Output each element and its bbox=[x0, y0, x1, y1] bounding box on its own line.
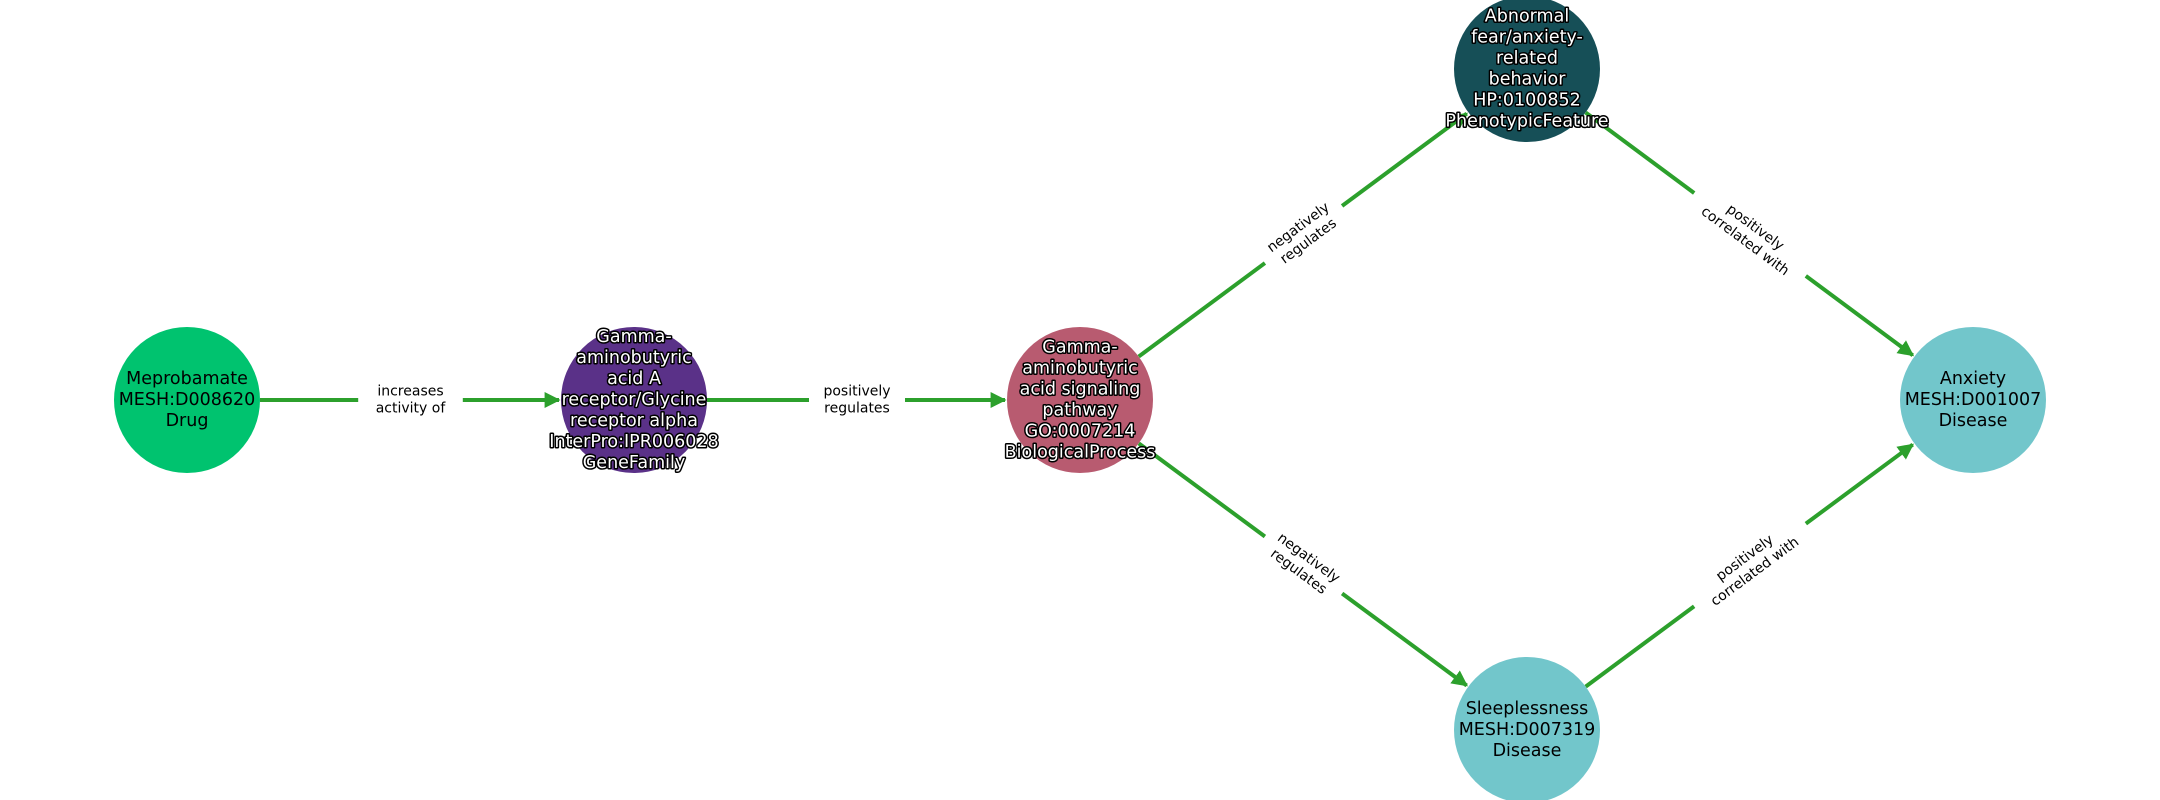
node-label-line: MESH:D007319 bbox=[1459, 720, 1596, 740]
node-label-line: acid A bbox=[607, 369, 661, 389]
node-label-line: acid signaling bbox=[1020, 380, 1141, 400]
node-label-line: InterPro:IPR006028 bbox=[549, 432, 718, 452]
node-circle[interactable] bbox=[1900, 327, 2046, 473]
node-label-line: PhenotypicFeature bbox=[1445, 112, 1608, 132]
node-label-line: GO:0007214 bbox=[1025, 422, 1136, 442]
node-label-line: pathway bbox=[1042, 401, 1117, 421]
node-label-line: Anxiety bbox=[1940, 369, 2006, 389]
node-circle[interactable] bbox=[1454, 657, 1600, 800]
node-circle[interactable] bbox=[561, 327, 707, 473]
node-label-line: aminobutyric bbox=[576, 348, 692, 368]
edge-label-line: regulates bbox=[824, 401, 890, 417]
node-label-line: receptor alpha bbox=[570, 411, 698, 431]
node-label-line: Sleeplessness bbox=[1466, 699, 1589, 719]
node-label-line: receptor/Glycine bbox=[562, 390, 707, 410]
edge-label-background bbox=[1253, 189, 1354, 280]
node-circle[interactable] bbox=[114, 327, 260, 473]
node-label-line: GeneFamily bbox=[583, 453, 686, 473]
edge-label-line: activity of bbox=[376, 401, 447, 417]
node-label-line: Disease bbox=[1493, 741, 1562, 761]
node-label-line: Gamma- bbox=[1042, 338, 1117, 358]
node-circle[interactable] bbox=[1454, 0, 1600, 142]
node-label-line: Gamma- bbox=[596, 327, 671, 347]
node-label-line: Drug bbox=[166, 411, 209, 431]
node-circle[interactable] bbox=[1007, 327, 1153, 473]
edge-label-background bbox=[1682, 507, 1818, 623]
edge-label-background bbox=[1253, 520, 1354, 610]
node-label-line: Disease bbox=[1939, 411, 2008, 431]
node-label-line: aminobutyric bbox=[1022, 359, 1138, 379]
edge-label-background bbox=[358, 380, 463, 420]
node-label-line: MESH:D008620 bbox=[119, 390, 256, 410]
node-label-line: related bbox=[1496, 49, 1558, 69]
node-label-line: BiologicalProcess bbox=[1005, 443, 1156, 463]
edge-label-background bbox=[1682, 177, 1818, 292]
node-label-line: fear/anxiety- bbox=[1471, 28, 1583, 48]
edge-label-line: positively bbox=[823, 384, 890, 400]
node-label-line: behavior bbox=[1489, 70, 1567, 90]
edge-label-background bbox=[809, 380, 905, 420]
node-label-line: Abnormal bbox=[1485, 7, 1569, 27]
node-label-line: HP:0100852 bbox=[1473, 91, 1581, 111]
node-label-line: Meprobamate bbox=[126, 369, 248, 389]
edge-label-line: increases bbox=[377, 384, 443, 400]
node-label-line: MESH:D001007 bbox=[1905, 390, 2042, 410]
node-abnormal-fear[interactable]: Abnormalfear/anxiety-relatedbehaviorHP:0… bbox=[1444, 0, 1610, 142]
